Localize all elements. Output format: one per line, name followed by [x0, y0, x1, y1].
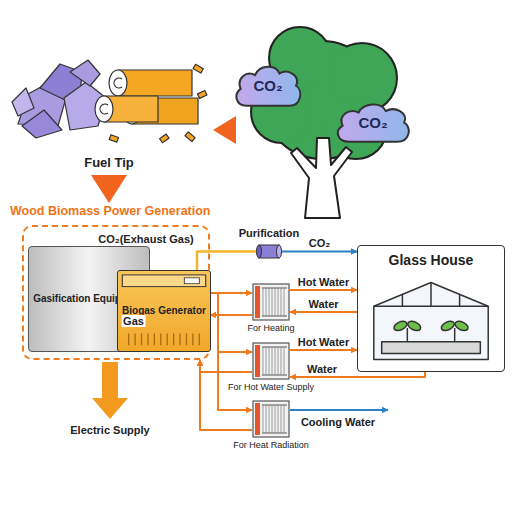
node-text: Wood Biomass Power Generation [10, 204, 211, 218]
pipe-connector [290, 289, 357, 291]
flow-label: Cooling Water [299, 416, 377, 428]
pipe-connector [200, 360, 252, 430]
pipe-connector [290, 349, 357, 351]
output-label: Electric Supply [68, 424, 151, 436]
heat-exchanger-drawing [252, 283, 290, 321]
fuel-chip-drawing [10, 52, 208, 172]
node-text: Fuel Tip [84, 155, 134, 170]
pipe-connector [210, 293, 252, 352]
pipe-connector [210, 314, 252, 316]
edge-label: Water [305, 363, 339, 375]
greenhouse-drawing [358, 276, 504, 368]
purification-cylinder: Purification [256, 244, 282, 259]
heat-exchanger-drawing [252, 342, 290, 380]
cylinder-shape [256, 244, 282, 259]
node-text: Purification [239, 227, 300, 239]
pipe-connector [282, 251, 357, 253]
flow-triangle [91, 175, 127, 203]
pipe-connector [290, 311, 357, 313]
pipe-connector [197, 252, 256, 271]
edge-label: Water [306, 298, 340, 310]
node-text: For Heating [247, 323, 294, 333]
node-text: For Heat Radiation [233, 440, 309, 450]
tree-trunk [291, 138, 352, 218]
glass-house-box: Glass House [357, 245, 505, 372]
edge-label: CO₂ [307, 237, 332, 249]
flow-arrow [213, 116, 236, 144]
cooling-water-arrow [290, 409, 388, 411]
node-text: CO₂ [358, 114, 387, 131]
heat-exchanger: For Heating [252, 283, 290, 321]
heat-exchanger: For Heat Radiation [252, 400, 290, 438]
heat-exchanger-drawing [252, 400, 290, 438]
edge-label: Hot Water [296, 276, 352, 288]
node-text: Glass House [358, 246, 504, 268]
pipe-connector [200, 360, 252, 372]
fuel-chip-illustration: Fuel Tip [10, 52, 208, 172]
edge-label: Gas [121, 315, 146, 327]
biogas-generator: Biogas Generator [117, 270, 211, 352]
edge-label: Hot Water [296, 336, 352, 348]
power-generation-group: Wood Biomass Power GenerationGasificatio… [10, 204, 210, 360]
exhaust-label: CO₂(Exhaust Gas) [96, 233, 195, 245]
electric-arrow [92, 362, 128, 419]
heat-exchanger: For Hot Water Supply [252, 342, 290, 380]
node-text: For Hot Water Supply [228, 382, 314, 392]
pipe-connector [210, 293, 252, 410]
co2-cloud: CO₂ [232, 62, 304, 108]
node-text: CO₂ [253, 77, 282, 94]
co2-cloud: CO₂ [333, 100, 413, 144]
